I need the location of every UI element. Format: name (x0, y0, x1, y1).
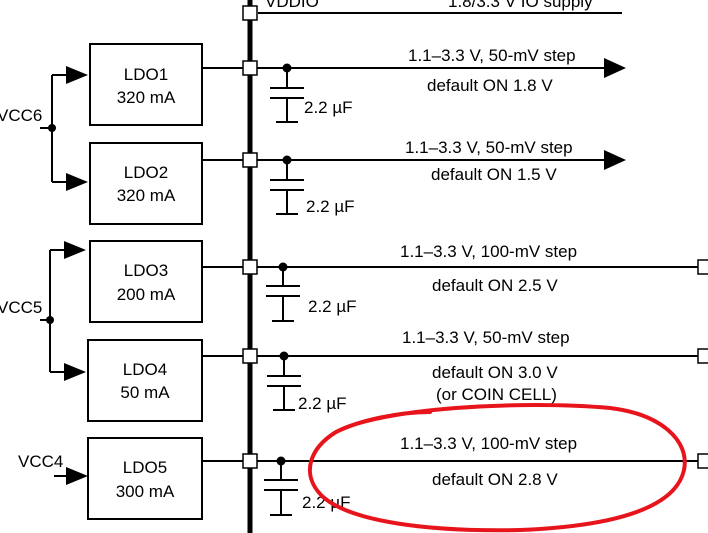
ldo4-block: LDO4 50 mA 2.2 µF 1.1–3.3 V, 50-mV step … (87, 328, 708, 422)
ldo5-box (87, 437, 203, 520)
vcc4-branch: VCC4 (18, 452, 88, 485)
ldo5-input-arrow (66, 467, 88, 485)
vcc4-label: VCC4 (18, 452, 63, 471)
ldo4-current: 50 mA (120, 383, 170, 402)
ldo3-range: 1.1–3.3 V, 100-mV step (400, 242, 577, 261)
ldo4-output-pin (697, 348, 708, 364)
ldo2-name: LDO2 (124, 163, 168, 182)
vddio-pin (242, 5, 258, 21)
red-highlight-circle (307, 403, 687, 533)
ldo1-current: 320 mA (117, 88, 176, 107)
ldo2-cap: 2.2 µF (306, 197, 355, 216)
ldo4-range: 1.1–3.3 V, 50-mV step (402, 328, 570, 347)
ldo5-range: 1.1–3.3 V, 100-mV step (400, 434, 577, 453)
ldo4-box (87, 339, 203, 422)
ldo4-input-arrow (64, 363, 86, 381)
ldo3-pin (242, 259, 258, 275)
ldo2-box (89, 142, 203, 225)
ldo2-output-arrow (604, 150, 626, 170)
ldo2-pin (242, 152, 258, 168)
ldo4-extra: (or COIN CELL) (436, 385, 557, 404)
vcc5-branch: VCC5 (0, 241, 86, 381)
ldo5-default: default ON 2.8 V (432, 470, 558, 489)
ldo4-name: LDO4 (123, 360, 167, 379)
vcc5-label: VCC5 (0, 298, 42, 317)
ldo1-output-arrow (604, 58, 626, 78)
ldo3-name: LDO3 (124, 261, 168, 280)
ldo3-input-arrow (64, 241, 86, 259)
ldo3-box (89, 240, 203, 323)
ldo5-current: 300 mA (116, 482, 175, 501)
ldo4-default: default ON 3.0 V (432, 363, 558, 382)
ldo1-name: LDO1 (124, 65, 168, 84)
ldo2-default: default ON 1.5 V (431, 165, 557, 184)
ldo2-range: 1.1–3.3 V, 50-mV step (405, 138, 573, 157)
vddio-supply-text: 1.8/3.3 V IO supply (448, 0, 593, 11)
ldo1-cap: 2.2 µF (304, 98, 353, 117)
ldo3-output-pin (697, 259, 708, 275)
ldo5-pin (242, 453, 258, 469)
vcc6-label: VCC6 (0, 106, 42, 125)
ldo1-block: LDO1 320 mA 2.2 µF 1.1–3.3 V, 50-mV step… (89, 43, 626, 126)
vddio-row: VDDIO 1.8/3.3 V IO supply (258, 0, 622, 14)
ldo5-block: LDO5 300 mA 2.2 µF 1.1–3.3 V, 100-mV ste… (87, 434, 708, 520)
ldo2-block: LDO2 320 mA 2.2 µF 1.1–3.3 V, 50-mV step… (89, 138, 626, 225)
ldo5-name: LDO5 (123, 458, 167, 477)
ldo1-box (89, 43, 203, 126)
ldo2-current: 320 mA (117, 186, 176, 205)
ldo3-default: default ON 2.5 V (432, 276, 558, 295)
ldo2-input-arrow (66, 173, 88, 191)
vddio-label: VDDIO (265, 0, 319, 11)
ldo3-block: LDO3 200 mA 2.2 µF 1.1–3.3 V, 100-mV ste… (89, 240, 708, 323)
ldo3-current: 200 mA (117, 285, 176, 304)
ldo1-input-arrow (66, 66, 88, 84)
ldo3-cap: 2.2 µF (308, 297, 357, 316)
ldo4-pin (242, 348, 258, 364)
ldo1-default: default ON 1.8 V (427, 76, 553, 95)
ldo1-pin (242, 60, 258, 76)
ldo4-cap: 2.2 µF (298, 394, 347, 413)
vcc6-branch: VCC6 (0, 66, 88, 191)
ldo5-output-pin (697, 453, 708, 469)
ldo1-range: 1.1–3.3 V, 50-mV step (408, 46, 576, 65)
